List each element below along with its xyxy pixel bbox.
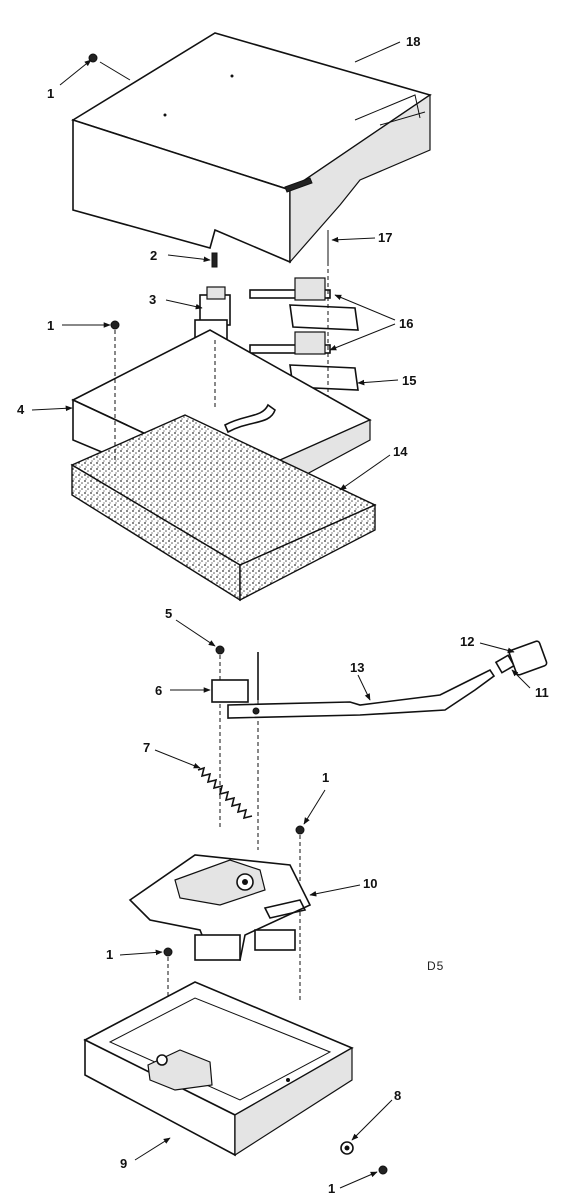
callout-1-left: 1 [106,947,113,962]
callout-12: 12 [460,634,474,649]
screw-part-5 [215,645,225,830]
callout-1-bottom: 1 [328,1181,335,1196]
callout-3: 3 [149,292,156,307]
callout-13: 13 [350,660,364,675]
callout-4: 4 [17,402,25,417]
callout-1-right: 1 [322,770,329,785]
leader-lines [31,41,531,1189]
spring-part-7 [197,766,253,820]
callout-14: 14 [393,444,408,459]
screw-part-1-mid [110,320,120,460]
callout-9: 9 [120,1156,127,1171]
diagram-code: D5 [427,959,444,973]
callout-11: 11 [535,685,549,700]
callout-8: 8 [394,1088,401,1103]
callout-17: 17 [378,230,392,245]
insulation-pad-part-14 [70,414,377,602]
block-part-6 [211,652,259,850]
callout-15: 15 [402,373,416,388]
callout-1-top: 1 [47,86,54,101]
screw-part-1-bottom [378,1165,388,1175]
washer-part-8 [340,1141,354,1155]
callout-10: 10 [363,876,377,891]
base-tray-part-9 [83,981,354,1157]
screw-part-2 [211,252,218,268]
callout-6: 6 [155,683,162,698]
mechanism-part-10 [128,854,312,961]
arm-part-13 [227,668,496,719]
top-cover-part-18 [71,32,432,264]
callout-1-mid: 1 [47,318,54,333]
clip-assembly-part-16 [249,277,331,355]
callout-18: 18 [406,34,420,49]
knob-part-12 [508,640,548,676]
callout-5: 5 [165,606,172,621]
callout-2: 2 [150,248,157,263]
callout-7: 7 [143,740,150,755]
screw-part-1-right [295,825,305,1000]
callout-16: 16 [399,316,413,331]
